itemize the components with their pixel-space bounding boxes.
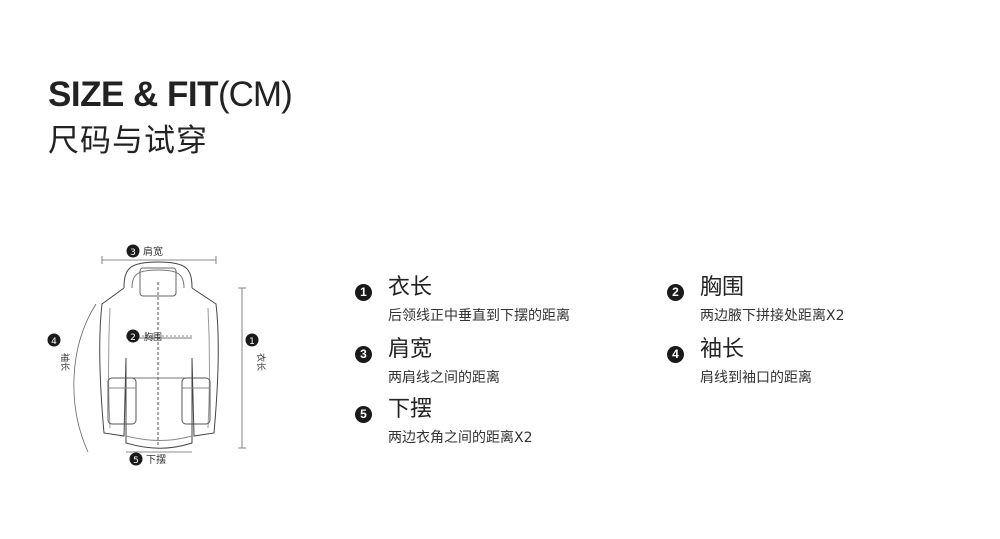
measurement-number: 1 xyxy=(355,284,372,301)
measurement-item: 2 胸围 两边腋下拼接处距离X2 xyxy=(667,274,845,326)
sleeve-marker xyxy=(47,333,61,347)
svg-text:5: 5 xyxy=(133,456,139,466)
svg-text:3: 3 xyxy=(130,248,136,258)
svg-text:衣长: 衣长 xyxy=(255,353,267,371)
svg-text:下摆: 下摆 xyxy=(146,453,166,466)
measurement-item: 5 下摆 两边衣角之间的距离X2 xyxy=(355,396,533,448)
measurement-desc: 两边衣角之间的距离X2 xyxy=(388,430,533,446)
measurement-number: 5 xyxy=(355,406,372,423)
right-pocket xyxy=(181,377,211,425)
measurement-item: 4 袖长 肩线到袖口的距离 xyxy=(667,336,812,388)
page-title: SIZE & FIT(CM) xyxy=(48,74,293,116)
chest-marker xyxy=(126,329,140,343)
measurement-number: 3 xyxy=(355,346,372,363)
title-unit: (CM) xyxy=(218,75,293,114)
jacket-collar xyxy=(139,267,177,297)
measurement-number: 4 xyxy=(667,346,684,363)
measurement-name: 下摆 xyxy=(388,397,433,422)
jacket-diagram: 3 肩宽 2 胸围 4 袖长 1 衣长 5 下摆 xyxy=(47,244,267,466)
measurement-desc: 肩线到袖口的距离 xyxy=(700,370,812,386)
svg-text:袖长: 袖长 xyxy=(59,353,71,371)
length-marker xyxy=(245,333,259,347)
measurement-name: 衣长 xyxy=(388,275,433,300)
measurement-item: 3 肩宽 两肩线之间的距离 xyxy=(355,336,500,388)
svg-text:4: 4 xyxy=(51,337,57,347)
title-bold: SIZE & FIT xyxy=(48,75,219,114)
svg-text:2: 2 xyxy=(130,333,136,343)
jacket-hood xyxy=(123,261,193,289)
svg-text:1: 1 xyxy=(249,337,255,347)
measurement-name: 袖长 xyxy=(700,337,745,362)
hem-marker xyxy=(129,452,143,466)
measurement-desc: 两肩线之间的距离 xyxy=(388,370,500,386)
measurement-number: 2 xyxy=(667,284,684,301)
page-subtitle: 尺码与试穿 xyxy=(48,123,208,159)
shoulder-marker xyxy=(126,244,140,258)
measurement-desc: 后领线正中垂直到下摆的距离 xyxy=(388,308,570,324)
svg-text:肩宽: 肩宽 xyxy=(143,245,163,258)
measurement-item: 1 衣长 后领线正中垂直到下摆的距离 xyxy=(355,274,570,326)
jacket-body xyxy=(99,287,219,449)
measurement-desc: 两边腋下拼接处距离X2 xyxy=(700,308,845,324)
measurement-name: 肩宽 xyxy=(388,337,433,362)
measurement-name: 胸围 xyxy=(700,275,745,300)
left-pocket xyxy=(107,377,137,425)
svg-text:胸围: 胸围 xyxy=(144,331,162,343)
